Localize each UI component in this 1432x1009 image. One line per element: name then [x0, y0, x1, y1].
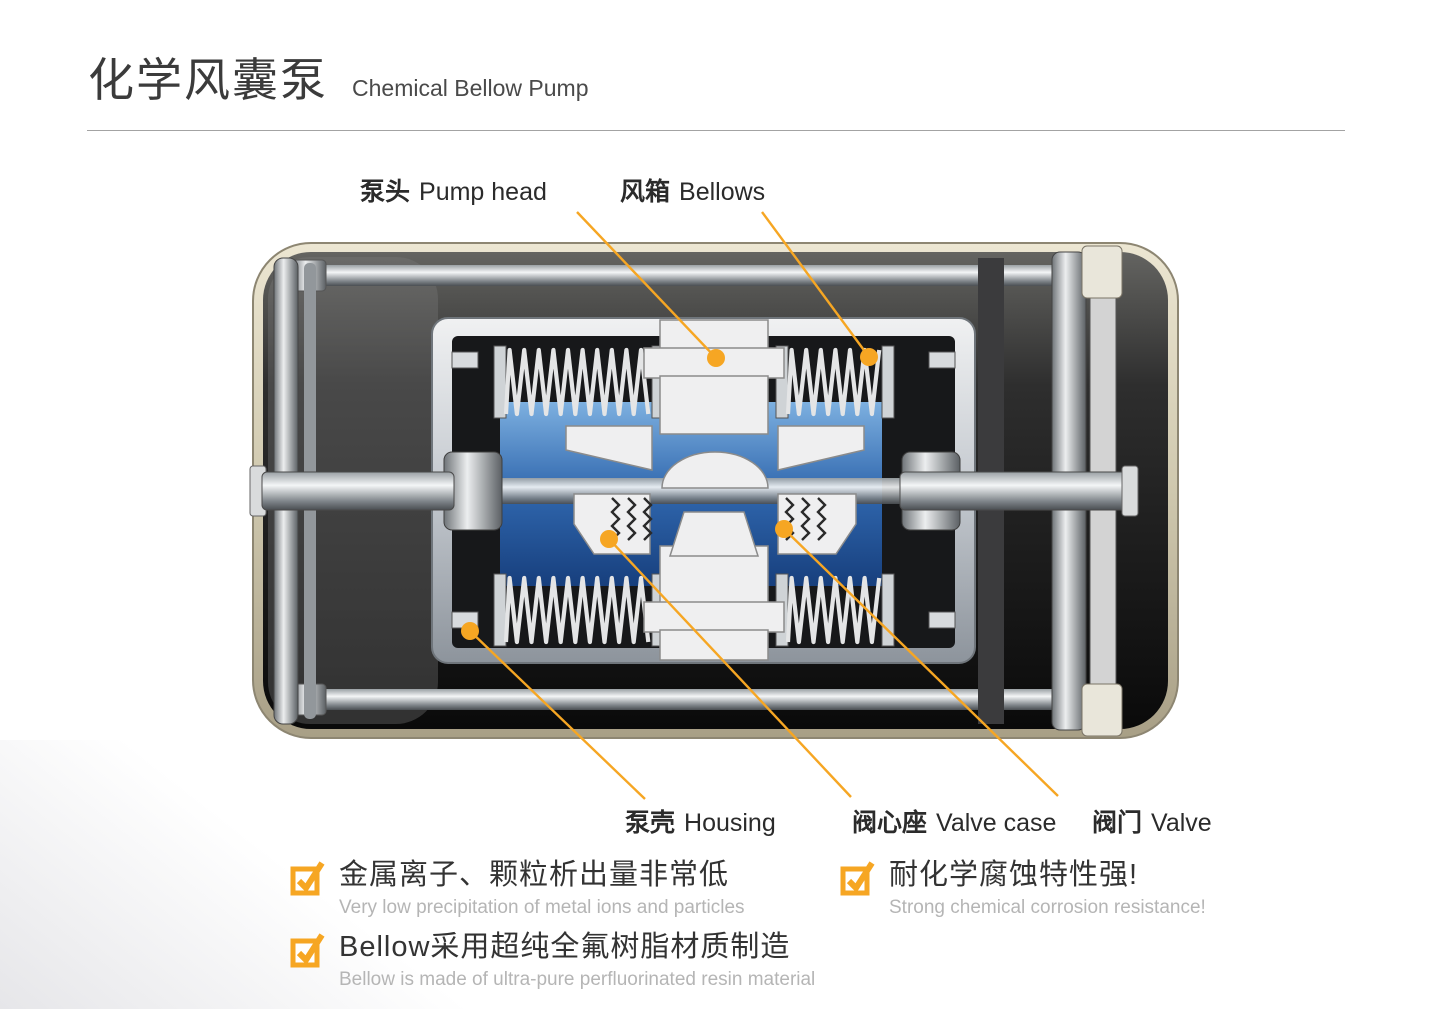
- check-icon: [290, 930, 326, 968]
- valve-case-label-en: Valve case: [936, 809, 1057, 837]
- header: 化学风囊泵 Chemical Bellow Pump: [88, 44, 588, 110]
- leader-line-valve-case: [608, 538, 852, 798]
- check-icon: [840, 858, 876, 896]
- feature-2-en: Strong chemical corrosion resistance!: [889, 896, 1206, 918]
- header-divider: [87, 130, 1345, 131]
- leader-line-housing: [469, 630, 646, 800]
- anchor-dot-valve-case: [600, 530, 618, 548]
- check-icon: [290, 858, 326, 896]
- anchor-dot-housing: [461, 622, 479, 640]
- feature-item-2: 耐化学腐蚀特性强! Strong chemical corrosion resi…: [840, 858, 1206, 919]
- valve-label-en: Valve: [1151, 809, 1212, 837]
- anchor-dot-valve: [775, 520, 793, 538]
- pump-head-label-en: Pump head: [419, 178, 547, 206]
- bellows-top-left: [493, 345, 665, 419]
- bellows-label-en: Bellows: [679, 178, 766, 206]
- housing-label: 泵壳 Housing: [625, 803, 776, 839]
- feature-item-3: Bellow采用超纯全氟树脂材质制造 Bellow is made of ult…: [290, 930, 815, 991]
- feature-2-zh: 耐化学腐蚀特性强!: [889, 859, 1139, 891]
- feature-3-zh: Bellow采用超纯全氟树脂材质制造: [339, 931, 791, 963]
- leader-line-pump-head: [576, 211, 717, 359]
- leader-line-valve: [783, 528, 1059, 797]
- bellows-label-zh: 风箱: [620, 178, 671, 206]
- feature-text: 耐化学腐蚀特性强! Strong chemical corrosion resi…: [889, 858, 1206, 919]
- housing-label-zh: 泵壳: [625, 809, 676, 837]
- valve-case-label-zh: 阀心座: [852, 809, 928, 837]
- anchor-dot-bellows: [860, 348, 878, 366]
- valve-label: 阀门 Valve: [1092, 803, 1212, 839]
- tie-rods: [291, 259, 1092, 716]
- feature-text: Bellow采用超纯全氟树脂材质制造 Bellow is made of ult…: [339, 930, 815, 991]
- feature-3-en: Bellow is made of ultra-pure perfluorina…: [339, 968, 816, 990]
- feature-text: 金属离子、颗粒析出量非常低 Very low precipitation of …: [339, 858, 745, 919]
- anchor-dots: [461, 348, 878, 640]
- leader-line-bellows: [761, 211, 870, 358]
- page-subtitle: Chemical Bellow Pump: [352, 75, 589, 101]
- valve-label-zh: 阀门: [1092, 809, 1143, 837]
- feature-1-zh: 金属离子、颗粒析出量非常低: [339, 859, 730, 891]
- feature-item-1: 金属离子、颗粒析出量非常低 Very low precipitation of …: [290, 858, 745, 919]
- bellows-label: 风箱 Bellows: [620, 172, 765, 208]
- leader-lines: [469, 211, 1059, 800]
- feature-1-en: Very low precipitation of metal ions and…: [339, 896, 745, 918]
- housing-label-en: Housing: [684, 809, 776, 837]
- anchor-dot-pump-head: [707, 349, 725, 367]
- page-title: 化学风囊泵: [88, 54, 328, 106]
- pump-head-label: 泵头 Pump head: [360, 172, 547, 208]
- pump-head-label-zh: 泵头: [360, 178, 411, 206]
- valve-case-label: 阀心座 Valve case: [852, 803, 1056, 839]
- valve-assembly: [565, 425, 865, 557]
- drive-shaft: [249, 451, 1139, 531]
